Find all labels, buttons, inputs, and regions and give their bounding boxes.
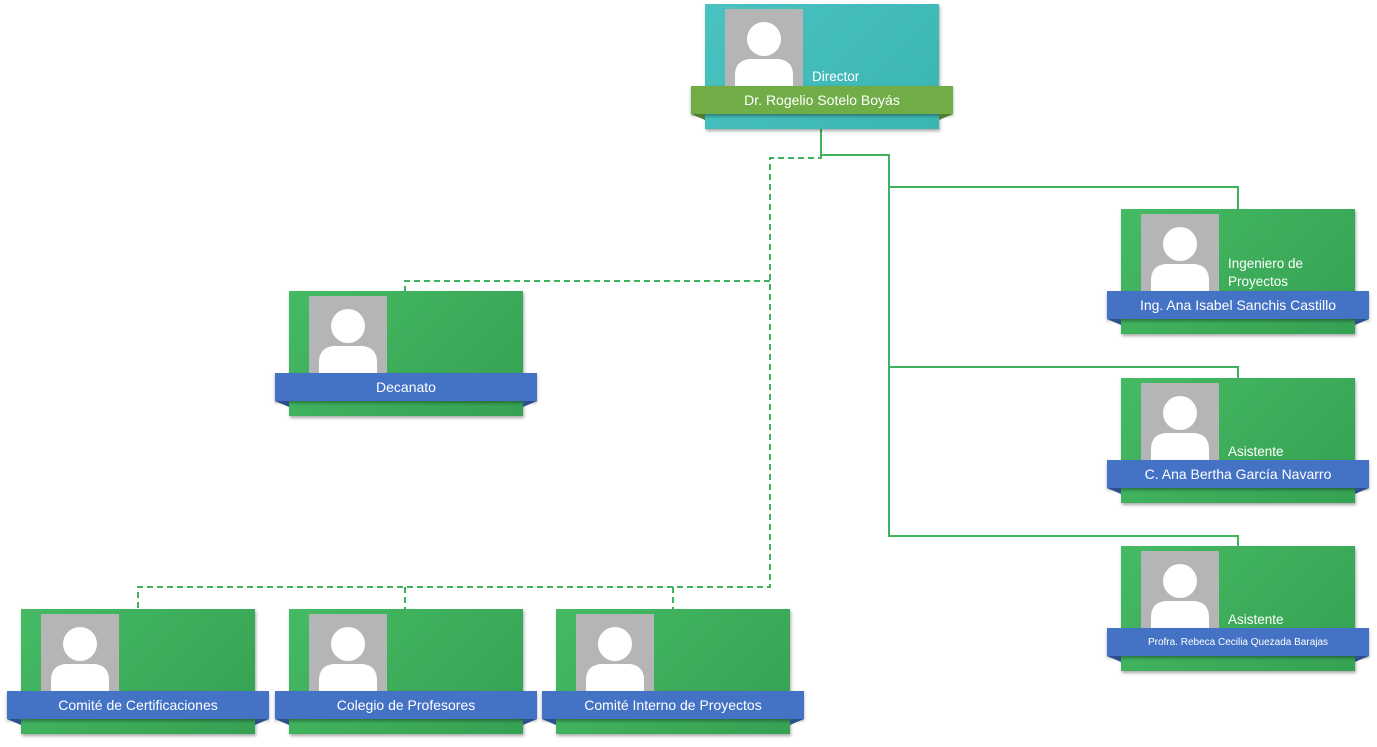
- avatar-placeholder-icon: [309, 614, 387, 692]
- director-name-banner: Dr. Rogelio Sotelo Boyás: [691, 86, 953, 120]
- director-role: Director: [812, 69, 860, 84]
- avatar-placeholder-icon: [1141, 214, 1219, 292]
- connector-staff-2: [889, 366, 1239, 378]
- avatar-placeholder-icon: [309, 296, 387, 374]
- director-card[interactable]: Director Dr. Rogelio Sotelo Boyás: [691, 4, 953, 129]
- connector-director-staff: [820, 129, 1239, 546]
- staff-name-banner: C. Ana Bertha García Navarro: [1107, 460, 1369, 494]
- advisory-card[interactable]: Decanato: [275, 291, 537, 416]
- connector-staff-1: [889, 186, 1239, 209]
- avatar-placeholder-icon: [41, 614, 119, 692]
- committee-card-3[interactable]: Comité Interno de Proyectos: [542, 609, 804, 734]
- committee-name-banner: Comité Interno de Proyectos: [542, 691, 804, 725]
- committee-card-1[interactable]: Comité de Certificaciones: [7, 609, 269, 734]
- advisory-name-banner: Decanato: [275, 373, 537, 407]
- staff-name-banner: Ing. Ana Isabel Sanchis Castillo: [1107, 291, 1369, 325]
- avatar-placeholder-icon: [576, 614, 654, 692]
- staff-card-1[interactable]: Ingeniero de Proyectos Ing. Ana Isabel S…: [1107, 209, 1369, 334]
- avatar-placeholder-icon: [725, 9, 803, 87]
- committee-card-2[interactable]: Colegio de Profesores: [275, 609, 537, 734]
- staff-name-banner: Profra. Rebeca Cecilia Quezada Barajas: [1107, 628, 1369, 662]
- staff-card-2[interactable]: Asistente C. Ana Bertha García Navarro: [1107, 378, 1369, 503]
- avatar-placeholder-icon: [1141, 551, 1219, 629]
- connector-advisory: [404, 280, 770, 291]
- committee-name-banner: Comité de Certificaciones: [7, 691, 269, 725]
- staff-role: Ingeniero de Proyectos: [1228, 256, 1304, 289]
- staff-card-3[interactable]: Asistente Profra. Rebeca Cecilia Quezada…: [1107, 546, 1369, 671]
- avatar-placeholder-icon: [1141, 383, 1219, 461]
- connector-director-advisory: [137, 155, 822, 609]
- staff-role: Asistente: [1228, 444, 1284, 459]
- staff-role: Asistente: [1228, 612, 1284, 627]
- committee-name-banner: Colegio de Profesores: [275, 691, 537, 725]
